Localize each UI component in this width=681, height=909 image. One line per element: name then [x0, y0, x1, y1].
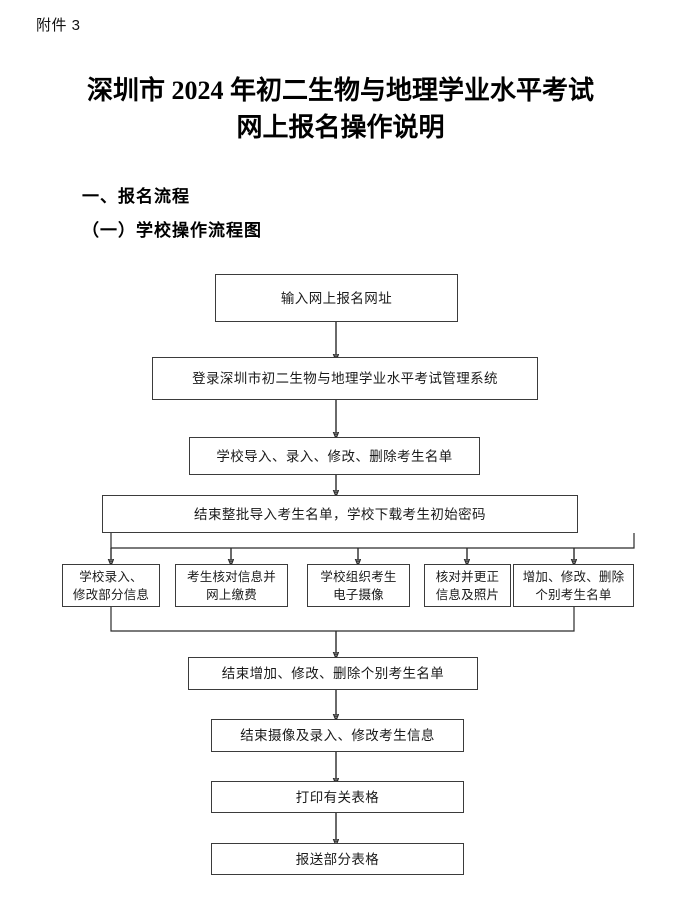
flow-node-submit-forms[interactable]: 报送部分表格	[211, 843, 464, 875]
section-heading-level-2: （一）学校操作流程图	[82, 221, 262, 240]
flow-node-label-line-1: 核对并更正	[435, 569, 500, 584]
flow-node-label: 结束摄像及录入、修改考生信息	[240, 728, 435, 743]
flow-node-label-line-1: 考生核对信息并	[187, 569, 276, 584]
flow-node-label-line-1: 增加、修改、删除	[522, 569, 625, 584]
flow-node-school-import-candidate-list[interactable]: 学校导入、录入、修改、删除考生名单	[189, 437, 480, 475]
flow-node-label: 打印有关表格	[295, 789, 380, 805]
flow-node-label-line-2: 电子摄像	[333, 587, 384, 602]
flow-node-label: 考生核对信息并 网上缴费	[183, 568, 280, 604]
flow-node-enter-registration-url[interactable]: 输入网上报名网址	[215, 274, 458, 322]
page-title: 深圳市 2024 年初二生物与地理学业水平考试 网上报名操作说明	[40, 72, 641, 146]
flow-node-label-line-2: 信息及照片	[435, 587, 500, 602]
flow-node-school-entry-modify-info[interactable]: 学校录入、 修改部分信息	[62, 564, 160, 607]
flow-node-candidate-verify-and-pay[interactable]: 考生核对信息并 网上缴费	[175, 564, 288, 607]
page-title-line-2: 网上报名操作说明	[236, 113, 445, 142]
flow-node-label: 学校组织考生 电子摄像	[316, 568, 400, 604]
flow-node-label-line-2: 网上缴费	[206, 587, 257, 602]
flow-node-add-modify-delete-individual[interactable]: 增加、修改、删除 个别考生名单	[513, 564, 634, 607]
flow-node-print-forms[interactable]: 打印有关表格	[211, 781, 464, 813]
flow-node-label: 报送部分表格	[295, 851, 380, 867]
flow-node-label: 核对并更正 信息及照片	[432, 568, 504, 604]
page-title-line-1: 深圳市 2024 年初二生物与地理学业水平考试	[86, 76, 594, 105]
flow-node-label: 学校录入、 修改部分信息	[69, 568, 153, 604]
flow-node-login-management-system[interactable]: 登录深圳市初二生物与地理学业水平考试管理系统	[152, 357, 538, 400]
flow-node-label: 结束增加、修改、删除个别考生名单	[221, 666, 445, 681]
flow-node-finish-batch-import-download-passwords[interactable]: 结束整批导入考生名单，学校下载考生初始密码	[102, 495, 578, 533]
flow-node-label: 输入网上报名网址	[280, 290, 393, 306]
flow-node-label: 增加、修改、删除 个别考生名单	[519, 568, 629, 604]
flow-node-finish-photo-and-info-entry[interactable]: 结束摄像及录入、修改考生信息	[211, 719, 464, 752]
flow-node-label: 结束整批导入考生名单，学校下载考生初始密码	[194, 506, 486, 522]
flow-node-label: 学校导入、录入、修改、删除考生名单	[216, 448, 453, 464]
flow-node-label-line-1: 学校录入、	[79, 569, 143, 584]
flow-node-school-organize-photo-capture[interactable]: 学校组织考生 电子摄像	[307, 564, 410, 607]
flow-node-label-line-1: 学校组织考生	[320, 569, 397, 584]
flow-node-label: 登录深圳市初二生物与地理学业水平考试管理系统	[192, 371, 498, 386]
flow-node-verify-correct-info-and-photo[interactable]: 核对并更正 信息及照片	[424, 564, 511, 607]
flow-node-label-line-2: 个别考生名单	[535, 587, 612, 602]
section-heading-level-1: 一、报名流程	[82, 187, 190, 206]
flow-node-finish-add-modify-delete-individual[interactable]: 结束增加、修改、删除个别考生名单	[188, 657, 478, 690]
attachment-label: 附件 3	[36, 17, 81, 34]
flow-node-label-line-2: 修改部分信息	[72, 587, 150, 602]
